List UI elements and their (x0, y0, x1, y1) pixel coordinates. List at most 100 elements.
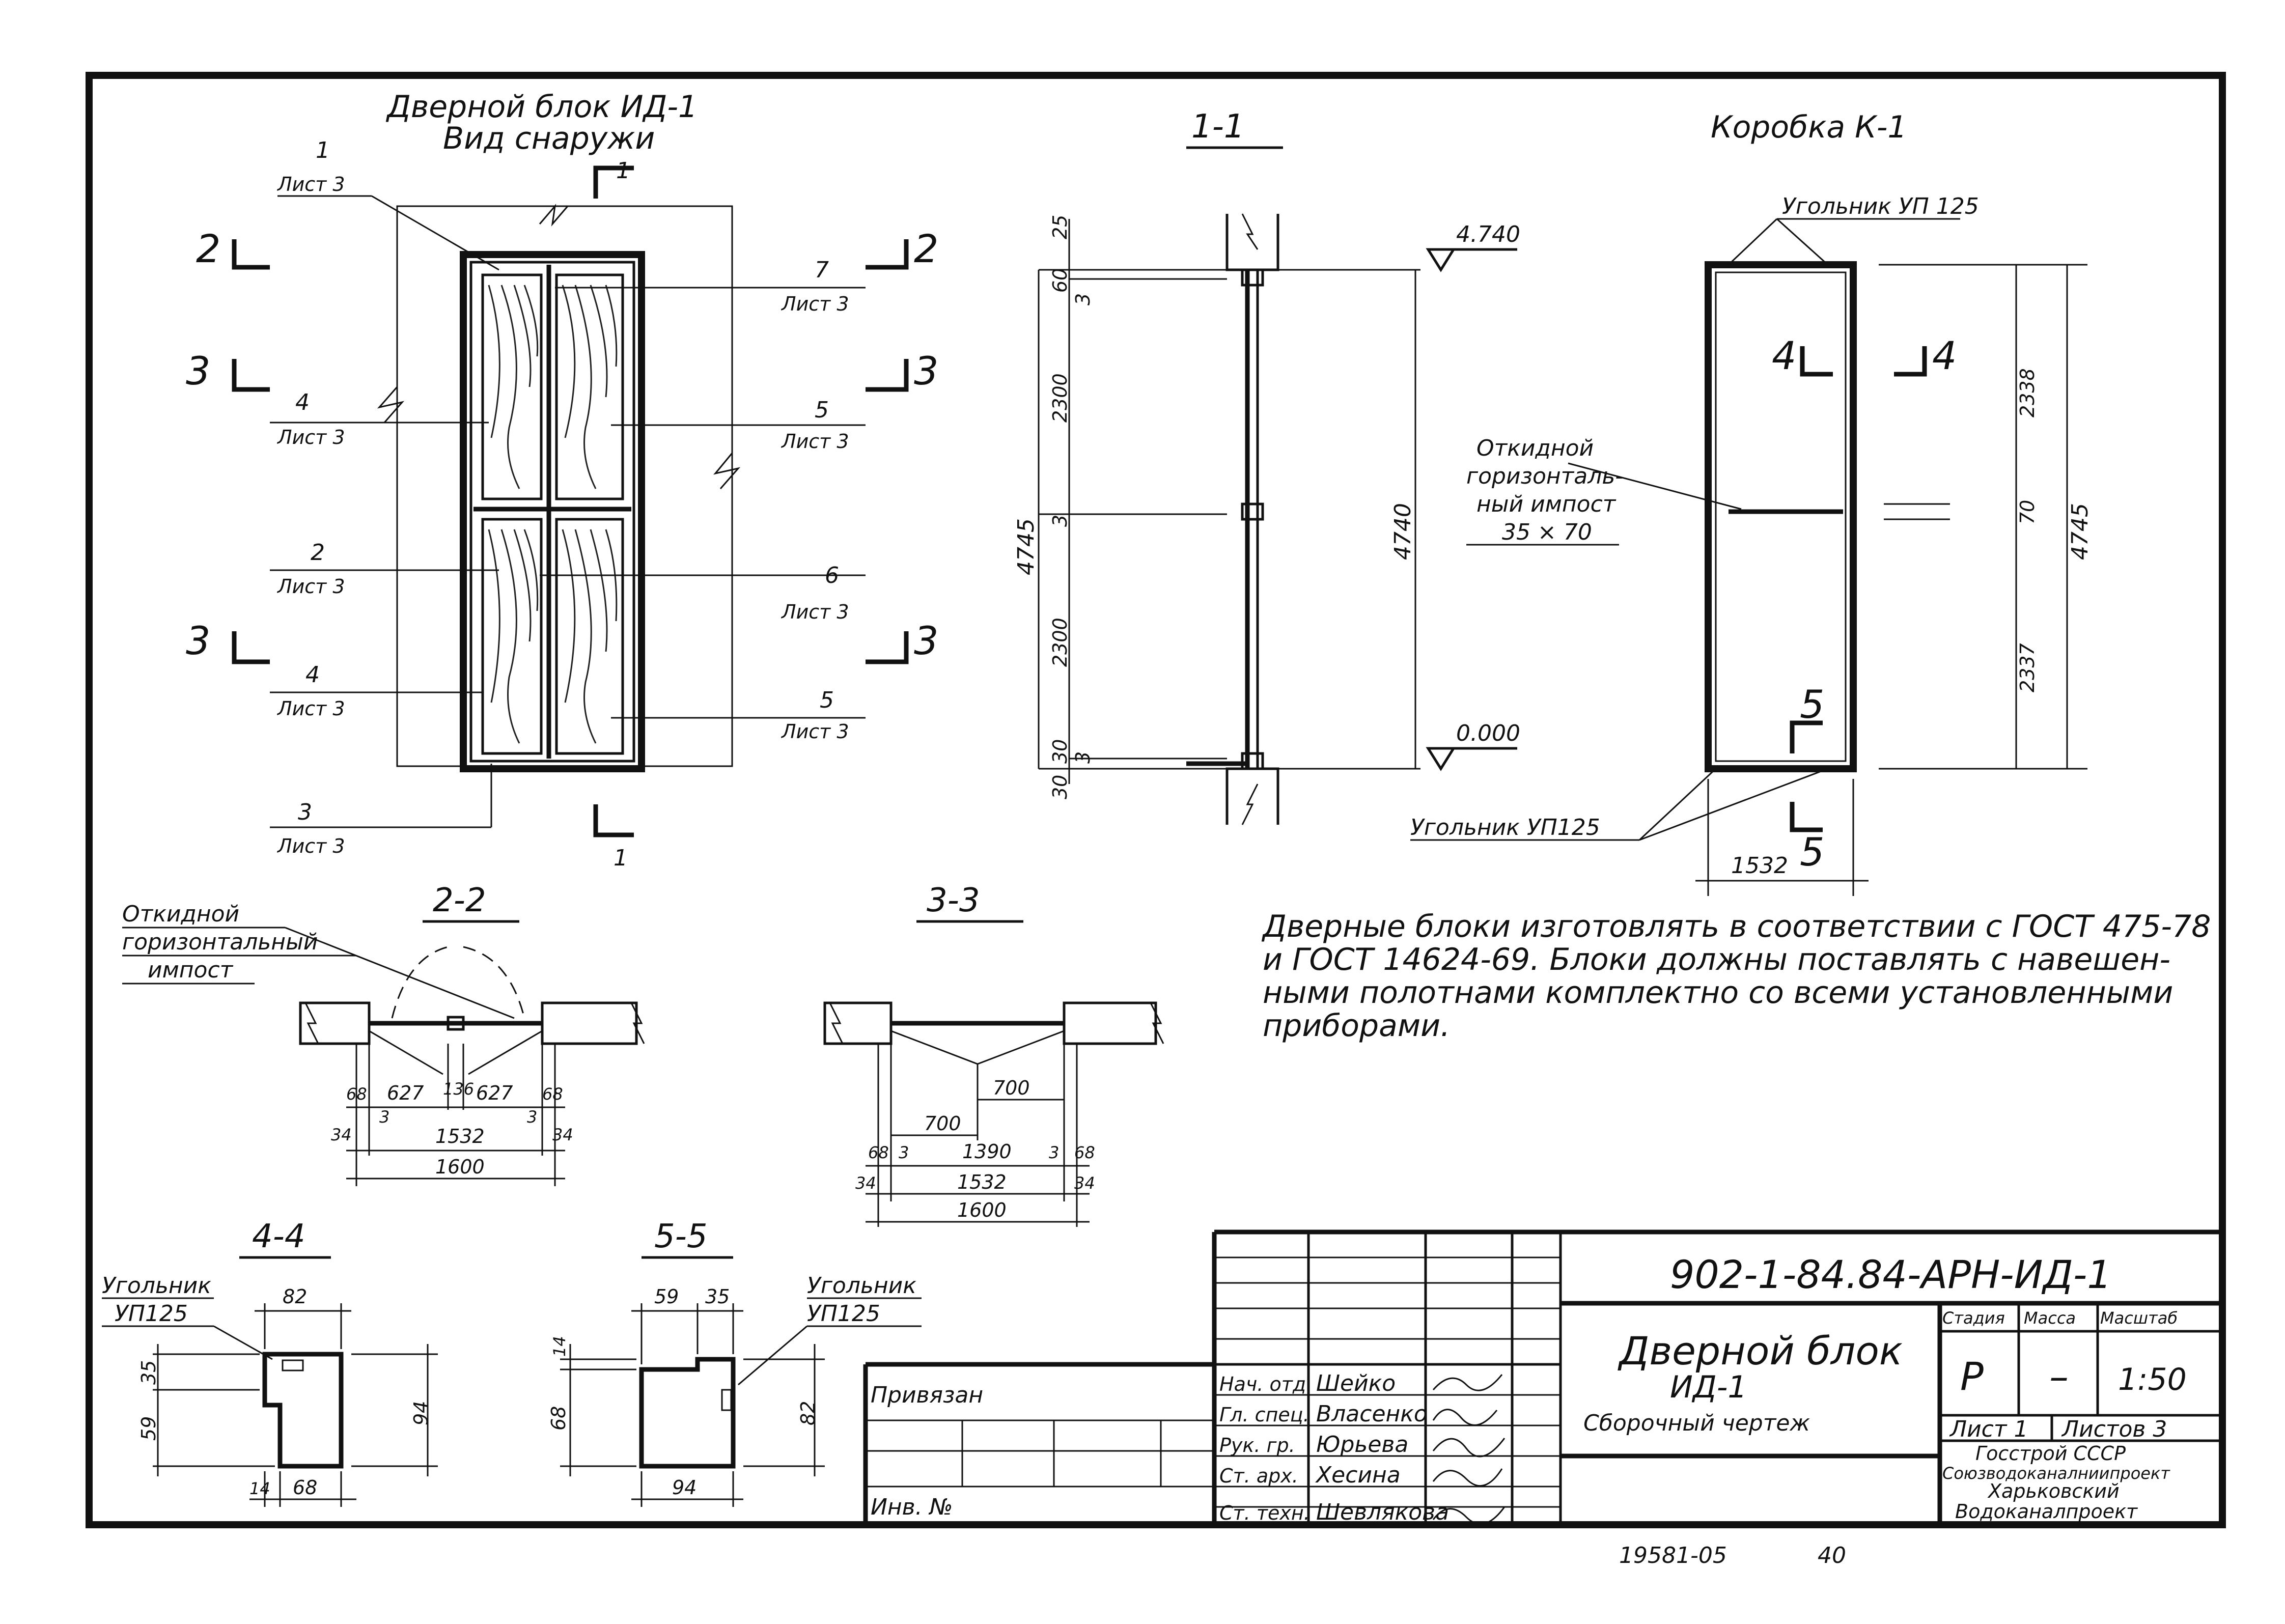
svg-text:Ст. техн.: Ст. техн. (1219, 1502, 1310, 1524)
section-1-1-total-left: 4745 (1013, 518, 1039, 575)
svg-text:Откидной: Откидной (1476, 435, 1594, 461)
svg-text:35: 35 (137, 1360, 160, 1385)
box-frame (1705, 261, 1857, 772)
svg-text:Угольник: Угольник (807, 1273, 916, 1299)
svg-text:4: 4 (1932, 333, 1957, 378)
svg-text:34: 34 (1074, 1173, 1095, 1193)
profile-4-4 (262, 1352, 344, 1469)
svg-text:Шевлякова: Шевлякова (1316, 1499, 1449, 1525)
svg-text:УП125: УП125 (115, 1301, 188, 1327)
svg-text:34: 34 (331, 1125, 352, 1144)
cut-mark-5: 5 5 (1790, 682, 1824, 875)
break-line-top (539, 204, 569, 227)
signature-1 (1432, 1374, 1503, 1391)
svg-text:Лист 3: Лист 3 (276, 575, 345, 598)
svg-text:70: 70 (2016, 500, 2039, 524)
cut-mark-3-right-b: 3 (866, 618, 938, 664)
svg-text:627: 627 (476, 1082, 513, 1104)
svg-text:59: 59 (137, 1416, 160, 1441)
svg-text:2: 2 (311, 540, 325, 566)
svg-text:68: 68 (542, 1084, 563, 1104)
archive-number: 19581-05 (1619, 1543, 1727, 1569)
box-k1-title: Коробка К-1 (1711, 109, 1907, 145)
svg-text:Шейко: Шейко (1316, 1370, 1396, 1396)
section-5-5: 5-5 Угольник УП125 59 35 14 68 82 94 (547, 1218, 922, 1507)
svg-text:Ст. арх.: Ст. арх. (1219, 1465, 1298, 1487)
callout-1: 1 Лист 3 (276, 137, 499, 271)
svg-text:2300: 2300 (1049, 373, 1071, 423)
svg-text:59: 59 (654, 1285, 679, 1308)
callout-6: 6 Лист 3 (540, 563, 866, 623)
svg-text:35 × 70: 35 × 70 (1502, 519, 1592, 545)
notes: Дверные блоки изготовлять в соответствии… (1261, 909, 2211, 1044)
svg-text:3: 3 (1072, 293, 1094, 305)
svg-text:68: 68 (868, 1143, 889, 1162)
callout-2: 2 Лист 3 (270, 540, 499, 598)
svg-text:30: 30 (1049, 775, 1071, 799)
svg-text:700: 700 (924, 1112, 961, 1135)
svg-text:Рук. гр.: Рук. гр. (1219, 1434, 1295, 1457)
svg-text:60: 60 (1049, 268, 1071, 293)
callout-3: 3 Лист 3 (270, 764, 492, 857)
svg-text:Лист 3: Лист 3 (781, 293, 849, 315)
cut-mark-3-right-a: 3 (866, 348, 938, 394)
door-view-title: Дверной блок ИД-1 (385, 89, 698, 125)
door-outside-view: Дверной блок ИД-1 Вид снаружи 1 Лист 3 (186, 89, 938, 871)
drawing-code: 902-1-84.84-АРН-ИД-1 (1670, 1252, 2112, 1297)
svg-text:Лист 3: Лист 3 (781, 430, 849, 453)
drawing-frame (86, 72, 2226, 1528)
break-line-right (713, 453, 741, 489)
svg-text:Лист 3: Лист 3 (276, 426, 345, 449)
svg-text:34: 34 (855, 1173, 876, 1193)
svg-text:2338: 2338 (2016, 368, 2039, 417)
section-4-4: 4-4 Угольник УП125 82 35 59 94 14 68 (102, 1218, 438, 1507)
cut-mark-3-left-b: 3 (186, 618, 270, 664)
section-4-4-label: Угольник УП125 (102, 1273, 273, 1360)
profile-5-5 (639, 1357, 736, 1469)
cut-mark-3-left-a: 3 (186, 348, 270, 394)
svg-text:82: 82 (797, 1401, 819, 1425)
svg-text:4: 4 (1772, 333, 1796, 378)
svg-text:ный импост: ный импост (1476, 491, 1617, 517)
svg-text:25: 25 (1049, 215, 1071, 239)
inv-label: Инв. № (871, 1494, 953, 1520)
angle-top-label: Угольник УП 125 (1727, 193, 1979, 266)
callout-4b: 4 Лист 3 (270, 662, 484, 720)
svg-text:1390: 1390 (962, 1140, 1012, 1163)
svg-text:3: 3 (379, 1107, 389, 1127)
box-k1: Коробка К-1 Угольник УП 125 Угольник УП1… (1410, 109, 2093, 896)
svg-text:4.740: 4.740 (1456, 221, 1520, 247)
svg-text:Лист 3: Лист 3 (276, 173, 345, 195)
svg-text:горизонталь-: горизонталь- (1466, 463, 1623, 489)
wood-grain-4 (562, 529, 618, 744)
svg-text:Юрьева: Юрьева (1316, 1432, 1408, 1458)
section-3-3: 3-3 700 700 68 3 1390 3 68 34 1532 34 16… (823, 882, 1164, 1227)
svg-text:1: 1 (316, 137, 330, 163)
svg-text:136: 136 (443, 1079, 474, 1099)
svg-text:Стадия: Стадия (1942, 1308, 2005, 1328)
svg-text:4: 4 (295, 389, 310, 415)
privyazan-label: Привязан (871, 1382, 983, 1408)
svg-text:Угольник: Угольник (102, 1273, 211, 1299)
panel-bottom-left (481, 518, 543, 755)
section-5-5-title: 5-5 (654, 1218, 708, 1255)
svg-text:3: 3 (914, 348, 938, 394)
svg-text:Харьковский: Харьковский (1987, 1480, 2120, 1502)
svg-text:1600: 1600 (957, 1199, 1007, 1221)
stage-value: Р (1960, 1354, 1984, 1399)
svg-text:94: 94 (410, 1401, 432, 1425)
svg-text:Гл. спец.: Гл. спец. (1219, 1404, 1309, 1426)
wood-grain-3 (488, 529, 539, 744)
angle-bottom-label: Угольник УП125 (1410, 768, 1828, 841)
svg-text:ными полотнами комплектно со в: ными полотнами комплектно со всеми устан… (1263, 975, 2173, 1011)
svg-text:Водоканалпроект: Водоканалпроект (1955, 1500, 2138, 1523)
title-block: Привязан Инв. № Нач. отд. Гл. спец. Рук.… (863, 1229, 2222, 1525)
svg-text:Лист 3: Лист 3 (276, 697, 345, 720)
callout-7: 7 Лист 3 (555, 257, 866, 315)
svg-text:Лист 3: Лист 3 (781, 601, 849, 623)
door-frame-inner (469, 261, 635, 763)
svg-text:5: 5 (1800, 829, 1824, 875)
drawing-name-1: Дверной блок (1618, 1328, 1903, 1374)
svg-text:импост: импост (148, 957, 234, 983)
